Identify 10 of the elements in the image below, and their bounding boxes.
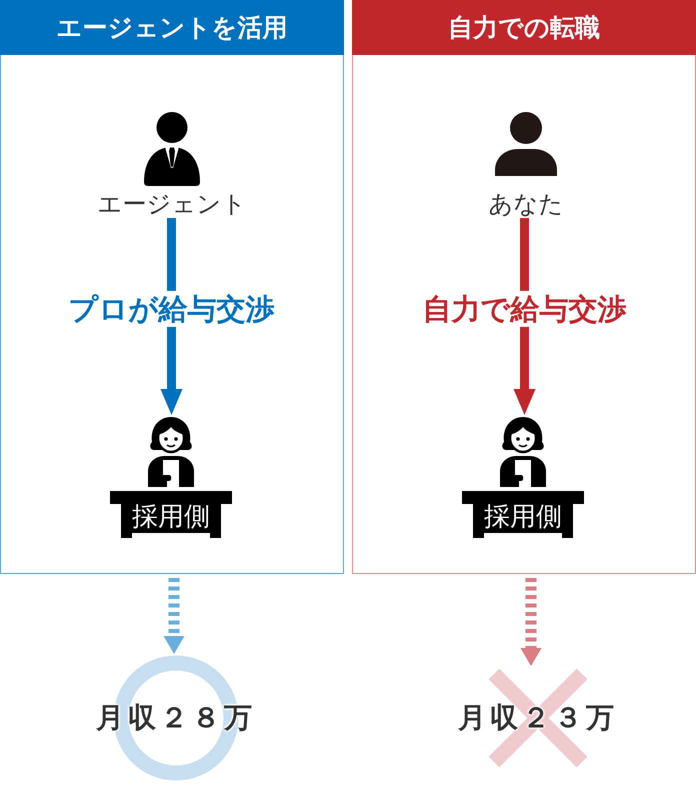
salary-label: 月収２８万 — [96, 700, 256, 736]
role-label: エージェント — [98, 190, 246, 218]
arrow — [514, 218, 536, 415]
desk-sign: 採用側 — [110, 491, 232, 538]
role-label: あなた — [488, 190, 564, 218]
arrow — [160, 218, 182, 415]
header-band: 自力での転職 — [352, 0, 696, 55]
salary-label: 月収２３万 — [458, 700, 618, 736]
header-band: エージェントを活用 — [0, 0, 344, 55]
desk-sign: 採用側 — [462, 491, 584, 538]
